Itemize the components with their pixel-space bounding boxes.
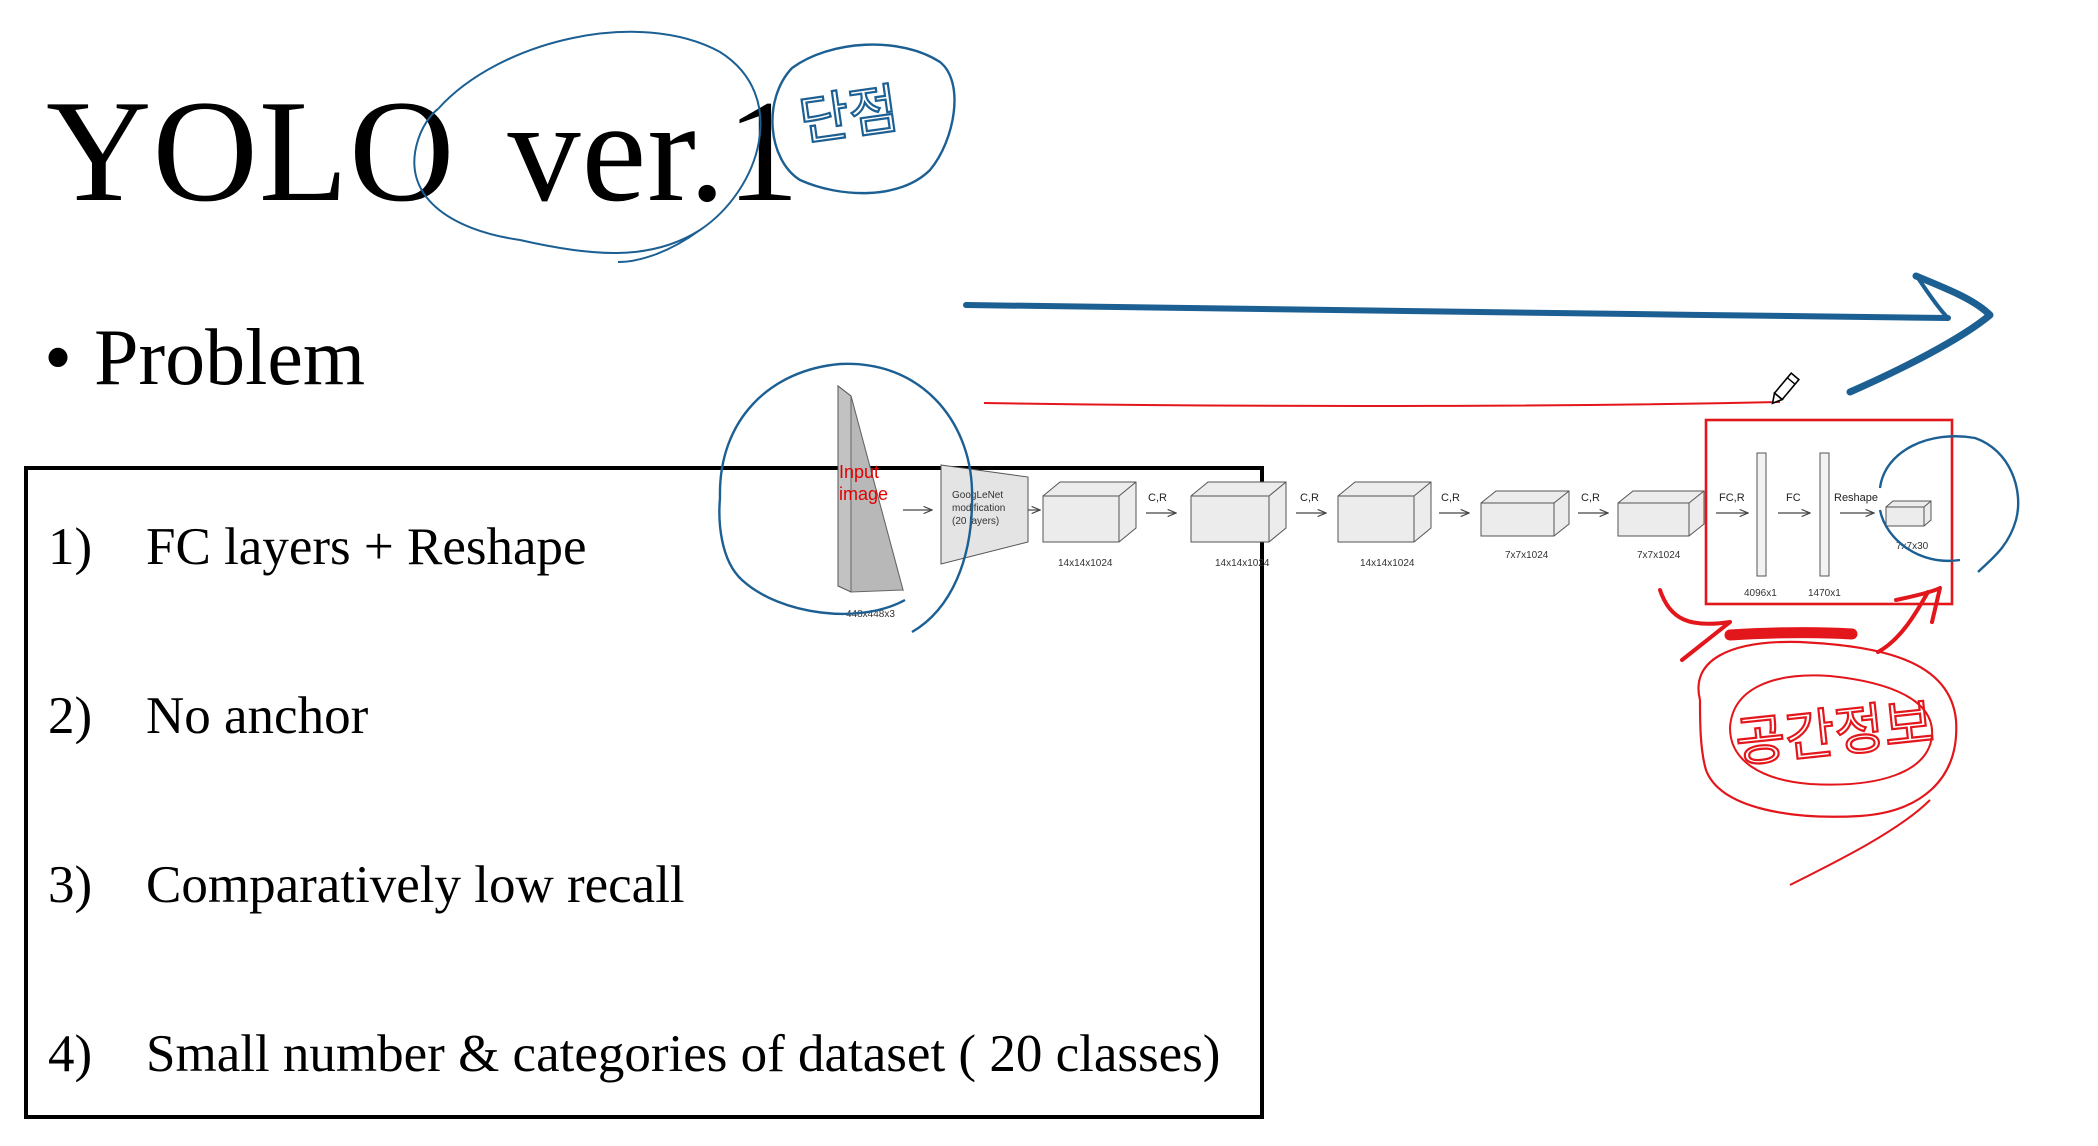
title-yolo: YOLO [46, 70, 456, 232]
fc-layer-1 [1756, 452, 1767, 577]
output-block [1885, 500, 1932, 527]
bullet-heading: Problem [94, 314, 366, 402]
red-thick-underline [1724, 627, 1858, 641]
arrow-label-reshape: Reshape [1834, 492, 1878, 504]
bullet-dot: • [44, 314, 73, 402]
problem-item: 3) Comparatively low recall [48, 859, 685, 912]
problem-text: FC layers + Reshape [146, 518, 587, 576]
red-left-arrow [1658, 588, 1732, 662]
block1-size: 14x14x1024 [1058, 558, 1113, 569]
fc-layer-2 [1819, 452, 1830, 577]
googlenet-block [940, 464, 1029, 565]
arrow-label-fc: FC [1786, 492, 1801, 504]
arrow-label-cr-3: C,R [1441, 492, 1460, 504]
googlenet-label-line1: GoogLeNet [952, 490, 1003, 501]
conv-block-4 [1480, 490, 1570, 537]
red-thin-line [983, 401, 1781, 407]
problem-list-box: 1) FC layers + Reshape 2) No anchor 3) Comp… [24, 466, 1264, 1119]
title-version: ver.1 [507, 70, 801, 232]
googlenet-label-line2: modification [952, 503, 1005, 514]
block3-size: 14x14x1024 [1360, 558, 1415, 569]
block5-size: 7x7x1024 [1637, 550, 1681, 561]
blue-arrowhead-inner [1916, 276, 1950, 320]
block2-size: 14x14x1024 [1215, 558, 1270, 569]
arrow-label-fcr: FC,R [1719, 492, 1745, 504]
input-label-line1: Input [839, 462, 879, 482]
input-label-line2: image [839, 484, 888, 504]
problem-number: 1) [48, 518, 93, 576]
blue-circle-around-version [413, 30, 762, 263]
problem-number: 4) [48, 1025, 93, 1083]
conv-block-1 [1042, 481, 1137, 543]
blue-circle-output [1878, 435, 2020, 573]
problem-text: Small number & categories of dataset ( 2… [146, 1025, 1221, 1083]
problem-item: 2) No anchor [48, 690, 368, 743]
conv-block-2 [1190, 481, 1287, 543]
bullet-problem: •Problem [44, 318, 365, 398]
problem-item: 1) FC layers + Reshape [48, 521, 587, 574]
red-inner-circle [1729, 674, 1934, 786]
arrow-label-cr-1: C,R [1148, 492, 1167, 504]
pen-cursor-icon [1771, 372, 1801, 405]
arrow-label-cr-2: C,R [1300, 492, 1319, 504]
red-circle-note [1697, 640, 1958, 818]
input-image-block [837, 384, 904, 593]
problem-number: 2) [48, 687, 93, 745]
red-box-fc-section [1704, 418, 1954, 606]
conv-block-3 [1337, 481, 1432, 543]
blue-circle-input [718, 362, 974, 634]
googlenet-label-line3: (20 layers) [952, 516, 999, 527]
output-size: 7x7x30 [1896, 541, 1929, 552]
blue-handwriting-note: 단점 [795, 77, 902, 153]
problem-text: Comparatively low recall [146, 856, 685, 914]
blue-arrowhead [1846, 272, 1994, 396]
arrow-label-cr-4: C,R [1581, 492, 1600, 504]
blue-circle-note [771, 43, 956, 195]
problem-text: No anchor [146, 687, 369, 745]
problem-item: 4) Small number & categories of dataset (… [48, 1028, 1220, 1081]
problem-number: 3) [48, 856, 93, 914]
red-right-arrow [1876, 586, 1942, 654]
red-tail-stroke [1789, 799, 1931, 886]
blue-long-arrow [963, 302, 1951, 321]
fc1-size: 4096x1 [1744, 588, 1777, 599]
block4-size: 7x7x1024 [1505, 550, 1549, 561]
red-handwriting-note: 공간정보 [1733, 691, 1937, 774]
input-size-label: 448x448x3 [846, 609, 895, 620]
conv-block-5 [1617, 490, 1705, 537]
fc2-size: 1470x1 [1808, 588, 1841, 599]
